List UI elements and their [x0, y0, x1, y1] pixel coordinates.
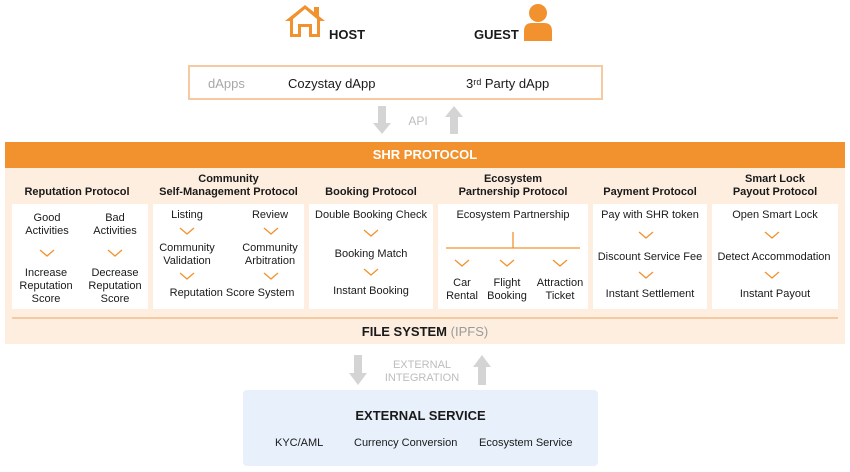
file-system-title: FILE SYSTEM (IPFS) — [361, 324, 489, 339]
card-payment — [593, 204, 707, 309]
chevron-down-icon — [454, 259, 470, 267]
col-title-payment: Payment Protocol — [603, 186, 697, 198]
chevron-down-icon — [638, 271, 654, 279]
ecosystem-branch-lines — [446, 232, 580, 249]
api-arrow-up — [445, 106, 463, 134]
listing: Listing — [171, 209, 203, 221]
col-title-booking: Booking Protocol — [325, 186, 417, 198]
review: Review — [251, 209, 289, 221]
dapps-tag: dApps — [208, 76, 245, 91]
card-booking — [309, 204, 433, 309]
chevron-down-icon — [499, 259, 515, 267]
instant-settlement: Instant Settlement — [605, 288, 695, 300]
dapp-cozystay: Cozystay dApp — [288, 76, 376, 91]
detect-accommodation: Detect Accommodation — [717, 251, 831, 263]
instant-payout: Instant Payout — [739, 288, 811, 300]
chevron-down-icon — [179, 272, 195, 280]
external-ecosystem-service: Ecosystem Service — [479, 437, 573, 449]
card-community — [153, 204, 304, 309]
card-smart-lock — [712, 204, 838, 309]
card-ecosystem — [438, 204, 588, 309]
external-service-box: EXTERNAL SERVICE KYC/AML Currency Conver… — [243, 390, 598, 466]
api-arrow-down — [373, 106, 391, 134]
guest-group: GUEST — [473, 3, 573, 43]
pay-with-shr-token: Pay with SHR token — [601, 209, 699, 221]
chevron-down-icon — [638, 231, 654, 239]
open-smart-lock: Open Smart Lock — [732, 209, 818, 221]
chevron-down-icon — [764, 271, 780, 279]
reputation-score-system: Reputation Score System — [169, 287, 295, 299]
external-currency-conversion: Currency Conversion — [354, 437, 458, 449]
instant-booking: Instant Booking — [333, 285, 409, 297]
discount-service-fee: Discount Service Fee — [597, 251, 703, 263]
file-system-divider — [12, 317, 838, 319]
host-label: HOST — [329, 27, 366, 42]
guest-label: GUEST — [474, 27, 519, 42]
chevron-down-icon — [363, 268, 379, 276]
external-service-title: EXTERNAL SERVICE — [355, 408, 486, 423]
chevron-down-icon — [764, 231, 780, 239]
external-kyc-aml: KYC/AML — [275, 437, 324, 449]
house-icon — [285, 5, 325, 37]
chevron-down-icon — [179, 227, 195, 235]
person-icon — [524, 4, 552, 41]
integration-arrow-up — [473, 355, 491, 385]
integration-arrow-down — [349, 355, 367, 385]
chevron-down-icon — [552, 259, 568, 267]
chevron-down-icon — [263, 227, 279, 235]
chevron-down-icon — [107, 249, 123, 257]
card-reputation — [12, 204, 148, 309]
chevron-down-icon — [39, 249, 55, 257]
chevron-down-icon — [363, 229, 379, 237]
double-booking-check: Double Booking Check — [315, 209, 427, 221]
col-title-reputation: Reputation Protocol — [24, 186, 130, 198]
protocol-title: SHR PROTOCOL — [5, 142, 845, 168]
dapp-third-party: 3ʳᵈ Party dApp — [466, 76, 550, 91]
chevron-down-icon — [263, 272, 279, 280]
booking-match: Booking Match — [334, 248, 408, 260]
host-group: HOST — [283, 3, 383, 43]
api-label: API — [408, 114, 428, 128]
ecosystem-partnership: Ecosystem Partnership — [456, 209, 570, 221]
file-system-sub: (IPFS) — [450, 324, 489, 339]
dapps-box: dApps Cozystay dApp 3ʳᵈ Party dApp — [188, 65, 603, 100]
